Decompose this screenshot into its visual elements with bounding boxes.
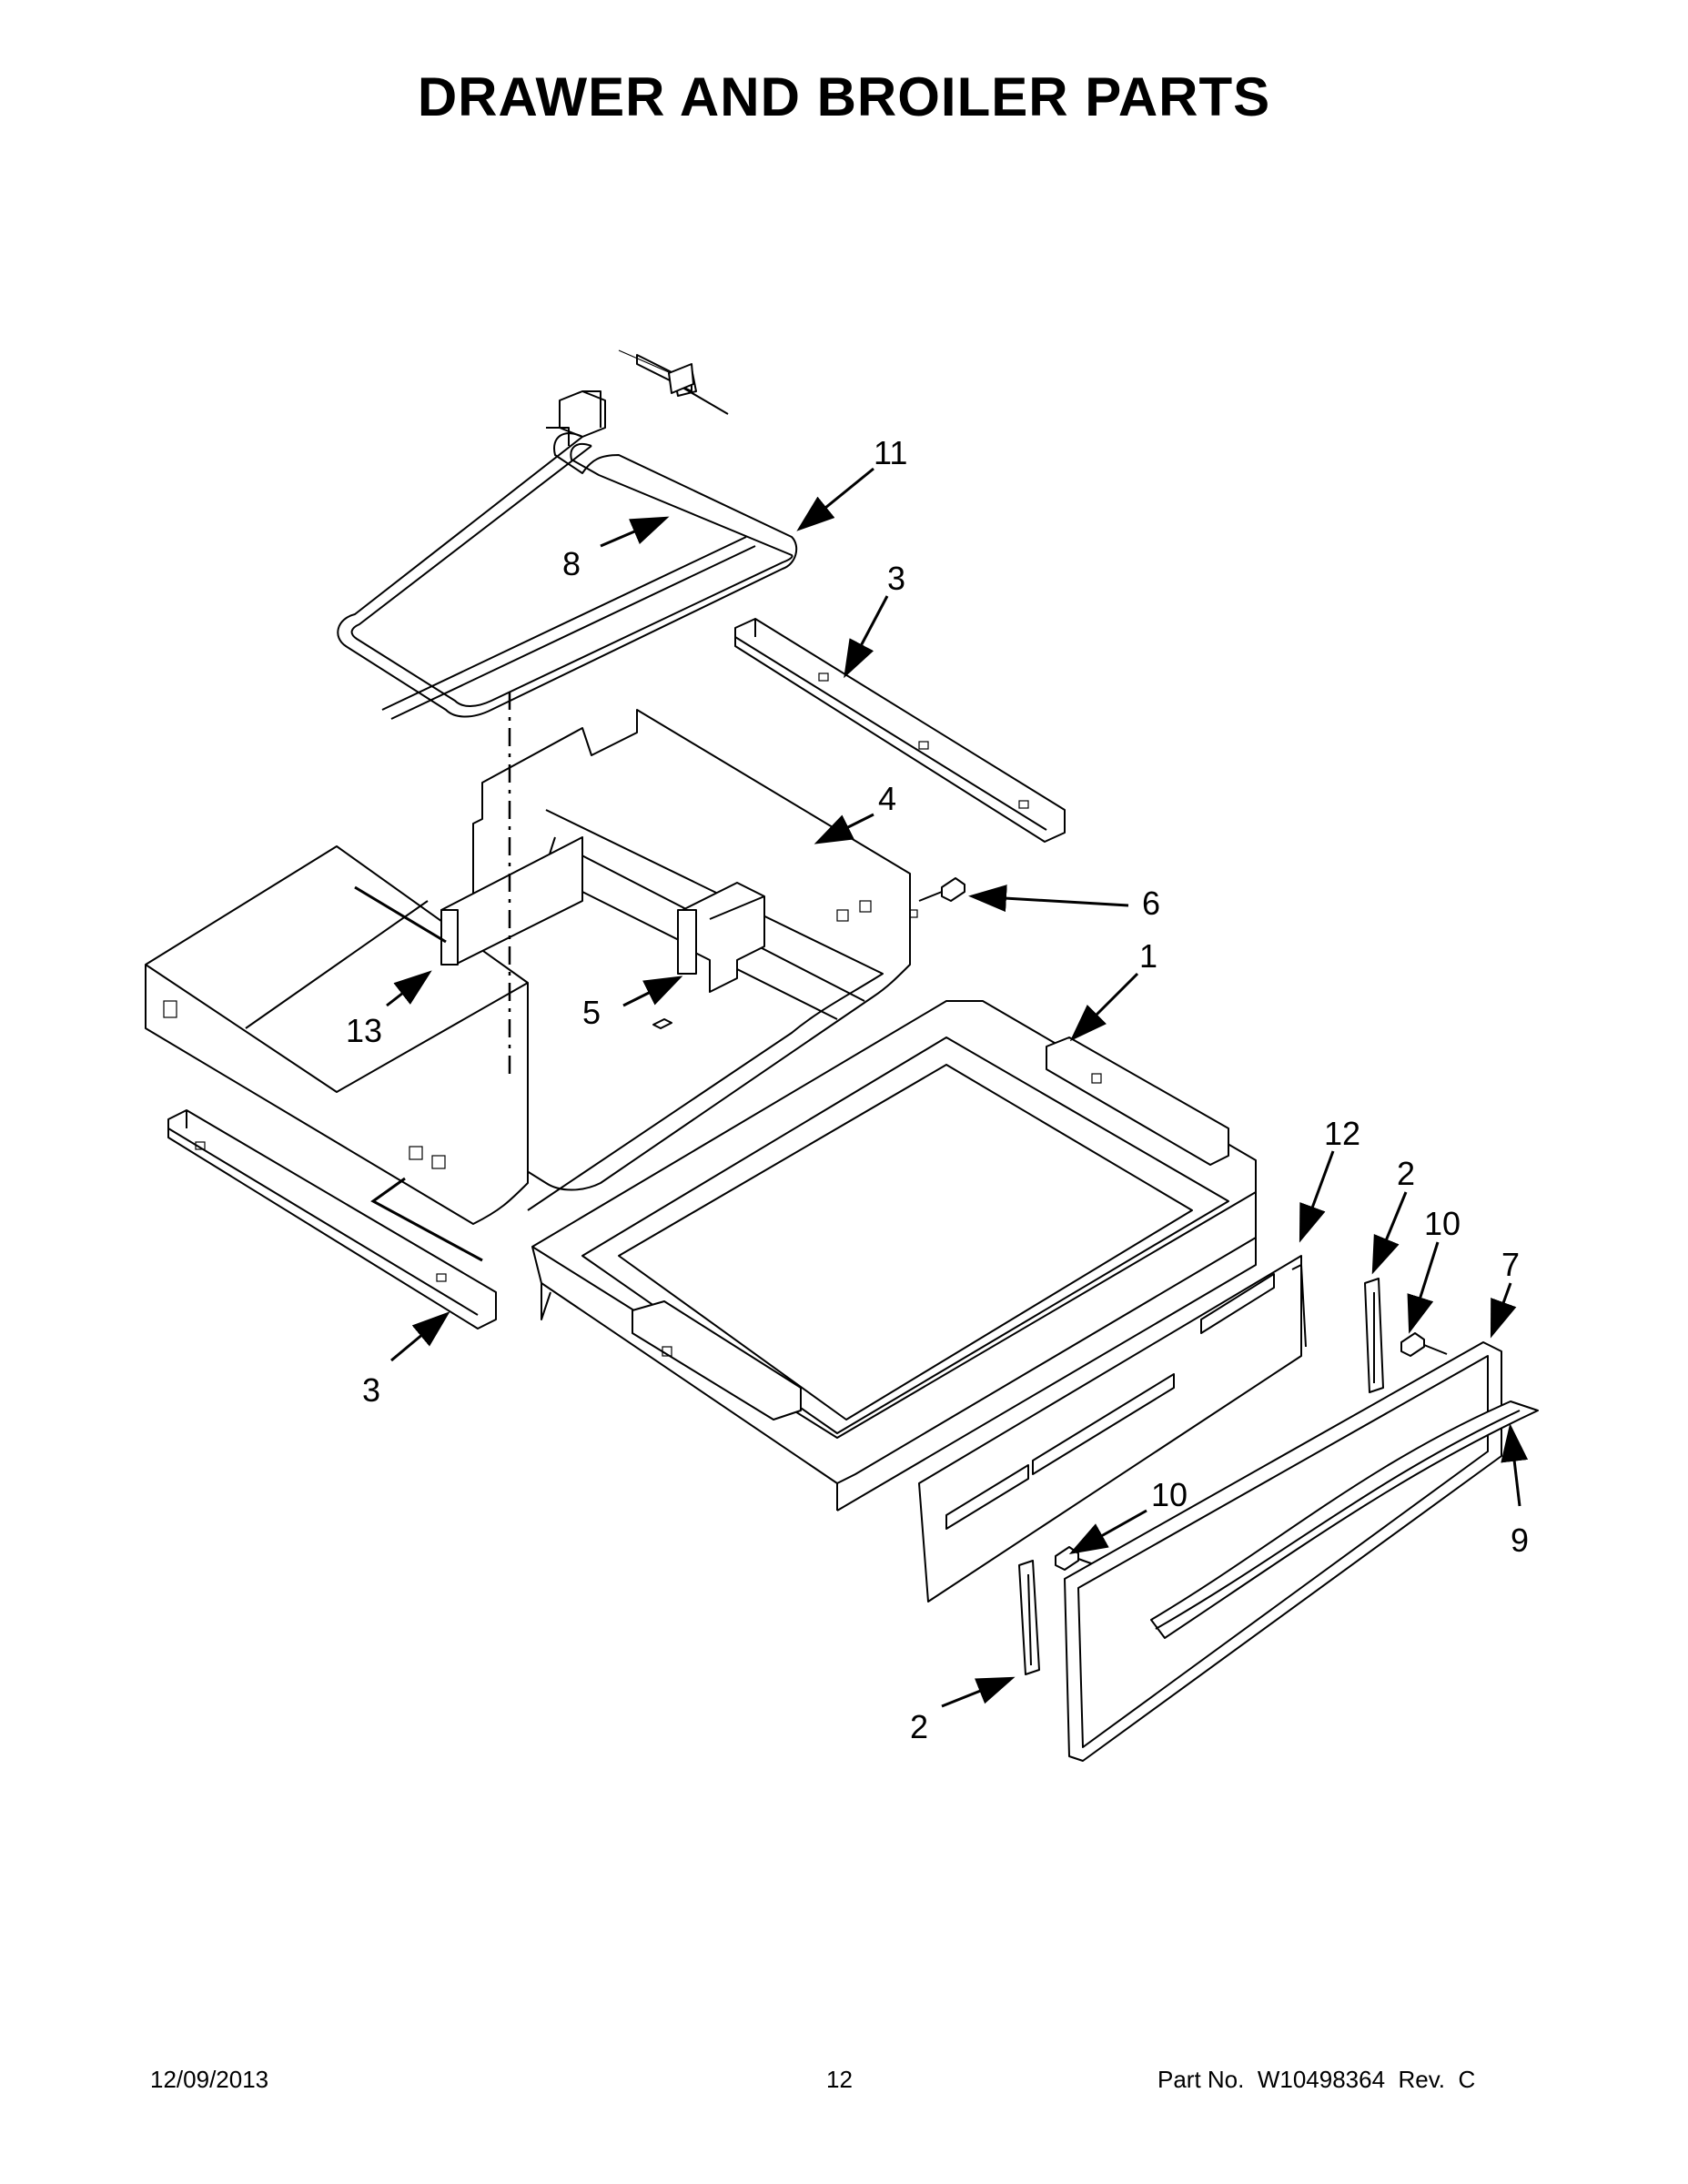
hinge-top <box>1364 1278 1384 1393</box>
callout-10-bottom: 10 <box>1151 1476 1188 1513</box>
page-title: DRAWER AND BROILER PARTS <box>417 66 1271 127</box>
callout-11: 11 <box>874 434 907 471</box>
callout-1: 1 <box>1139 937 1157 975</box>
footer-part-number: Part No. W10498364 Rev. C <box>1157 2066 1476 2093</box>
callout-2-top: 2 <box>1397 1155 1415 1192</box>
left-slide-rail <box>167 1109 497 1330</box>
callout-13: 13 <box>346 1012 382 1049</box>
footer-date: 12/09/2013 <box>150 2066 269 2093</box>
callout-3-top: 3 <box>887 560 905 597</box>
callout-7: 7 <box>1501 1246 1520 1283</box>
callout-12: 12 <box>1324 1115 1360 1152</box>
callout-2-bottom: 2 <box>910 1708 928 1745</box>
drawer <box>531 1000 1257 1512</box>
callout-4: 4 <box>878 780 896 817</box>
broil-element <box>337 349 798 720</box>
callout-9: 9 <box>1511 1522 1529 1559</box>
screw-10-top <box>1400 1332 1448 1357</box>
callout-10-top: 10 <box>1424 1205 1461 1242</box>
drawer-front-inner-panel <box>918 1255 1307 1603</box>
screw-6 <box>918 877 965 902</box>
center-bracket <box>652 882 765 1029</box>
callout-3-bottom: 3 <box>362 1371 380 1409</box>
leader-arrows <box>386 467 1529 1708</box>
drawer-handle <box>1150 1400 1539 1639</box>
left-side-panel <box>145 836 583 1225</box>
callout-6: 6 <box>1142 885 1160 922</box>
sensor-bracket <box>668 363 694 394</box>
hinge-bottom <box>1018 1560 1040 1675</box>
callout-8: 8 <box>562 545 581 582</box>
right-slide-rail <box>734 618 1066 843</box>
callout-5: 5 <box>582 994 601 1031</box>
footer-page-number: 12 <box>826 2066 853 2093</box>
